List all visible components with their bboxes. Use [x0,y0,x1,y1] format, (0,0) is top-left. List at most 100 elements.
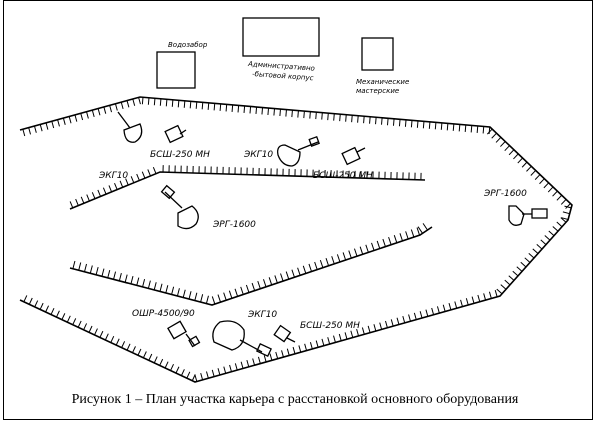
bench-tick [228,290,233,299]
bench-tick [405,231,409,240]
bench-tick [382,238,386,247]
bench-tick [86,111,89,119]
bench-tick [240,286,244,295]
bench-tick [512,270,519,277]
bench-tick [57,119,60,127]
bench-tick [333,113,335,121]
label-erg-right: ЭРГ-1600 [483,189,527,199]
bench-tick [72,318,77,325]
bench-tick [544,235,551,241]
label-bsh-bottom: БСШ-250 МН [300,321,360,331]
bench-tick [141,171,146,179]
bench-tick [217,294,222,303]
bench-tick [350,330,354,338]
bench-tick [508,149,515,156]
bench-tick [263,355,267,363]
bench-tick [285,109,287,117]
bench-tick [118,272,122,281]
bench-tick [45,122,49,130]
bench-tick [422,223,428,231]
bench-tick [84,263,88,272]
bench-tick [482,126,485,134]
bench-tick [23,295,28,303]
bench-tick [141,97,144,105]
bench-tick [114,103,118,111]
bench-tick [428,121,431,129]
bench-tick [536,244,543,250]
bench-tick [359,246,364,255]
bench-tick [465,298,469,306]
bench-tick [188,291,192,300]
bench-tick [108,185,113,193]
bench-tick [315,112,317,120]
label-bsh-top-left: БСШ-250 МН [150,150,210,160]
bench-tick [371,242,375,251]
bench-tick [413,312,417,320]
bench-tick [448,302,452,310]
bench-tick [520,261,527,268]
bench-tick [291,110,293,118]
bench-tick [240,361,244,369]
label-mech-2: мастерские [356,87,399,95]
bench-tick [416,120,419,128]
bench-tick [34,300,39,308]
bench-tick [327,337,331,345]
bench-tick [125,178,129,186]
bench-tick [171,286,175,295]
bench-tick [74,114,78,122]
bench-tick [367,325,371,333]
bench-tick [180,369,185,376]
bench-tick [126,343,131,351]
bench-tick [386,118,389,126]
bench-tick [142,351,147,359]
bench-tick [381,117,383,125]
drill-bsh-bottom [273,324,292,343]
bench-tick [104,333,109,341]
bench-tick [219,103,222,111]
bench-tick [528,252,535,259]
bench-tick [297,110,299,118]
bench-tick [402,315,406,324]
bench-tick [194,374,198,382]
bench-tick [147,97,150,105]
bench-tick [494,289,498,297]
bench-tick [560,217,567,223]
bench-tick [207,102,210,110]
bench-tick [171,99,174,107]
bench-tick [183,100,186,108]
bench-tick [136,173,140,181]
bench-tick [51,121,55,129]
bench-tick [446,123,449,131]
bench-tick [217,368,221,376]
bench-tick [298,345,302,353]
bench-tick [177,100,180,108]
bench-tick [61,313,66,320]
bench-tick [376,240,381,249]
bench-tick [442,304,446,312]
label-ekg-mid-left: ЭКГ10 [98,171,128,181]
bench-tick [152,166,157,174]
bench-tick [486,128,493,135]
bench-tick [315,340,319,348]
bench-tick [547,186,554,193]
bench-tick [521,161,528,168]
bench-tick [252,358,256,366]
bench-tick [249,106,252,114]
bench-tick [75,198,79,206]
bench-tick [205,295,209,304]
drill-oshr [167,320,201,348]
bench-tick [159,283,163,292]
bench-second [69,171,426,210]
bench-tick [231,104,234,112]
bench-tick [342,252,347,261]
bench-tick [321,112,323,120]
bench-tick [45,305,50,313]
bench-tick [115,338,120,346]
bench-tick [524,257,531,263]
bench-tick [291,269,295,278]
bench-tick [110,335,115,343]
bench-tick [121,341,126,348]
excavator-erg-mid [160,184,199,230]
bench-tick [83,323,88,331]
bench-tick [142,279,146,288]
